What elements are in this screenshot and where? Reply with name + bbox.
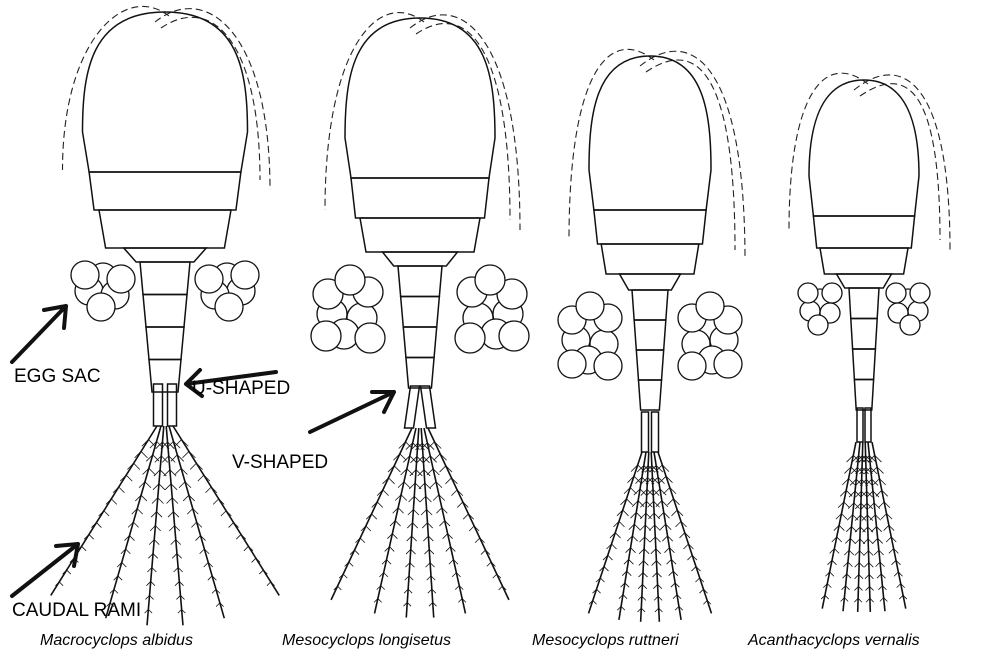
egg-left bbox=[335, 265, 365, 295]
abdominal-segment bbox=[849, 288, 879, 319]
antenna-right-inner bbox=[646, 60, 735, 250]
egg-sac-arrow bbox=[12, 306, 66, 362]
abdominal-segment bbox=[140, 262, 190, 295]
egg-left bbox=[107, 265, 135, 293]
genital-segment bbox=[124, 248, 207, 262]
caudal-ramus bbox=[168, 384, 177, 426]
genital-segment bbox=[620, 274, 681, 290]
caudal-ramus bbox=[421, 386, 436, 428]
thoracic-segment bbox=[351, 178, 489, 218]
egg-left bbox=[822, 283, 842, 303]
egg-left bbox=[594, 352, 622, 380]
u-shaped-label: U-SHAPED bbox=[192, 378, 290, 399]
copepod-mesocyclops-ruttneri bbox=[558, 49, 745, 621]
egg-left bbox=[71, 261, 99, 289]
abdominal-segment bbox=[636, 350, 663, 380]
egg-right bbox=[678, 352, 706, 380]
egg-right bbox=[696, 292, 724, 320]
thoracic-segment bbox=[360, 218, 480, 252]
cephalothorax bbox=[345, 18, 495, 178]
egg-left bbox=[87, 293, 115, 321]
abdominal-segment bbox=[401, 297, 440, 328]
caudal-ramus bbox=[865, 408, 871, 442]
caudal-ramus bbox=[642, 412, 649, 452]
species-name-mesocyclops-ruttneri: Mesocyclops ruttneri bbox=[532, 632, 679, 649]
caudal-rami-arrow bbox=[12, 544, 78, 596]
antenna-left bbox=[325, 13, 424, 210]
abdominal-segment bbox=[634, 320, 666, 350]
egg-right bbox=[886, 283, 906, 303]
antenna-left bbox=[569, 49, 654, 240]
v-shaped-label: V-SHAPED bbox=[232, 452, 328, 473]
antenna-right bbox=[640, 51, 745, 260]
egg-right bbox=[714, 350, 742, 378]
thoracic-segment bbox=[601, 244, 699, 274]
caudal-ramus bbox=[405, 386, 420, 428]
caudal-ramus bbox=[652, 412, 659, 452]
v-shaped-arrow bbox=[310, 392, 394, 432]
abdominal-segment bbox=[398, 266, 442, 297]
genital-segment bbox=[383, 252, 458, 266]
abdominal-segment bbox=[403, 327, 436, 358]
caudal-rami-label: CAUDAL RAMI bbox=[12, 600, 141, 621]
abdominal-segment bbox=[638, 380, 661, 410]
thoracic-segment bbox=[813, 216, 914, 248]
abdominal-segment bbox=[854, 380, 873, 411]
cephalothorax bbox=[589, 56, 711, 210]
caudal-ramus bbox=[857, 408, 863, 442]
caudal-ramus bbox=[154, 384, 163, 426]
antenna-right-inner bbox=[416, 23, 510, 220]
thoracic-segment bbox=[89, 172, 241, 210]
abdominal-segment bbox=[632, 290, 668, 320]
egg-left bbox=[558, 350, 586, 378]
egg-right bbox=[231, 261, 259, 289]
species-name-mesocyclops-longisetus: Mesocyclops longisetus bbox=[282, 632, 451, 649]
egg-right bbox=[455, 323, 485, 353]
thoracic-segment bbox=[594, 210, 706, 244]
copepod-acanthacyclops bbox=[789, 73, 950, 612]
thoracic-segment bbox=[99, 210, 231, 248]
egg-right bbox=[910, 283, 930, 303]
egg-left bbox=[311, 321, 341, 351]
egg-left bbox=[808, 315, 828, 335]
species-name-macrocyclops: Macrocyclops albidus bbox=[40, 632, 193, 649]
abdominal-segment bbox=[851, 319, 877, 350]
abdominal-segment bbox=[406, 358, 434, 389]
abdominal-segment bbox=[146, 327, 184, 360]
abdominal-segment bbox=[853, 349, 876, 380]
cephalothorax bbox=[809, 80, 919, 216]
genital-segment bbox=[837, 274, 892, 288]
egg-right bbox=[499, 321, 529, 351]
thoracic-segment bbox=[820, 248, 908, 274]
copepod-macrocyclops bbox=[51, 6, 279, 625]
egg-left bbox=[355, 323, 385, 353]
species-name-acanthacyclops: Acanthacyclops vernalis bbox=[747, 632, 920, 649]
antenna-right-inner bbox=[161, 17, 260, 180]
cephalothorax bbox=[83, 12, 248, 172]
egg-left bbox=[576, 292, 604, 320]
egg-left bbox=[798, 283, 818, 303]
egg-sac-label: EGG SAC bbox=[14, 366, 101, 387]
copepod-mesocyclops-longisetus bbox=[311, 13, 529, 618]
egg-right bbox=[215, 293, 243, 321]
antenna-left bbox=[63, 6, 170, 170]
abdominal-segment bbox=[143, 295, 187, 328]
egg-right bbox=[475, 265, 505, 295]
egg-right bbox=[195, 265, 223, 293]
egg-right bbox=[900, 315, 920, 335]
